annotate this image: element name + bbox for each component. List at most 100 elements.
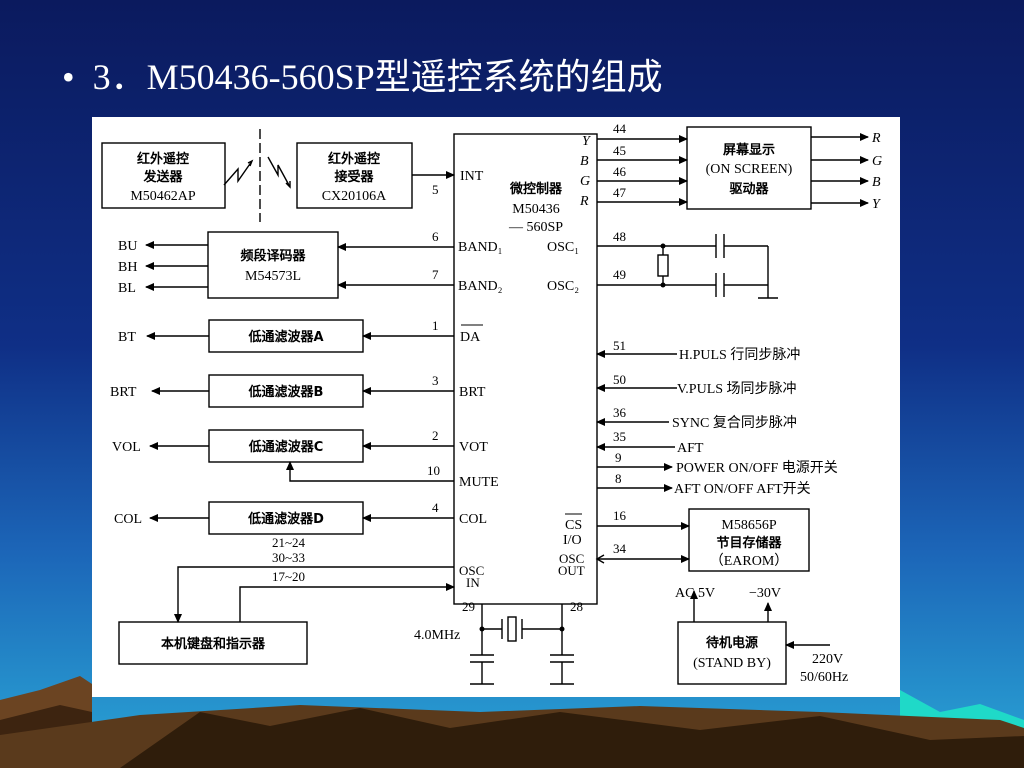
eeprom-label-2: 节目存储器 [716,535,782,551]
band-decoder-label-2: M54573L [245,269,301,284]
eeprom-label-3: （EAROM） [710,553,789,569]
signal-m30v: −30V [749,586,781,601]
osd-label-2: (ON SCREEN) [706,162,793,177]
ir-tx-label-1: 红外遥控 [137,151,189,167]
block-diagram: 红外遥控 发送器 M50462AP 红外遥控 接受器 CX20106A 频段译码… [101,121,882,685]
band-decoder-box [207,231,339,299]
pin-y: Y [582,134,592,149]
signal-aft-onoff: AFT ON/OFF AFT开关 [674,481,811,497]
pin-osc-out-1: OSC [559,551,584,566]
lpf-c-label: 低通滤波器C [248,439,324,455]
standby-label-1: 待机电源 [705,635,758,651]
signal-aft: AFT [677,441,704,456]
pin-num-8: 8 [615,471,622,486]
pin-num-9: 9 [615,450,622,465]
block-diagram-panel: 红外遥控 发送器 M50462AP 红外遥控 接受器 CX20106A 频段译码… [92,117,900,697]
signal-brt: BRT [110,385,137,400]
pin-num-1: 1 [432,318,439,333]
ir-rx-label-3: CX20106A [322,189,387,204]
signal-vpuls: V.PULS 场同步脉冲 [677,381,797,397]
mcu-label-1: 微控制器 [509,181,563,197]
crystal-freq: 4.0MHz [414,628,460,643]
pin-g: G [580,174,590,189]
pin-num-4: 4 [432,500,439,515]
pin-num-3: 3 [432,373,439,388]
pin-num-36: 36 [613,405,627,420]
pin-b: B [580,154,589,169]
signal-bu: BU [118,239,137,254]
signal-hpuls: H.PULS 行同步脉冲 [679,347,800,363]
pin-osc2: OSC₂ [547,279,579,294]
pin-io: I/O [563,533,582,548]
pin-num-kb3: 17~20 [272,569,305,584]
signal-out-b: B [872,175,881,190]
signal-col: COL [114,512,142,527]
ir-tx-label-3: M50462AP [130,189,196,204]
mcu-label-3: — 560SP [508,220,563,235]
signal-bt: BT [118,330,136,345]
pin-num-46: 46 [613,164,627,179]
ir-tx-label-2: 发送器 [142,169,183,185]
lpf-b-label: 低通滤波器B [248,384,324,400]
lpf-a-label: 低通滤波器A [247,329,323,345]
standby-power-box [677,621,787,685]
pin-int: INT [460,169,484,184]
band-decoder-label-1: 频段译码器 [240,248,306,264]
ir-rx-label-1: 红外遥控 [328,151,380,167]
pin-col: COL [459,512,487,527]
signal-out-g: G [872,154,882,169]
signal-ac5v: AC 5V [675,586,715,601]
pin-num-2: 2 [432,428,439,443]
pin-da: DA [460,330,481,345]
pin-brt: BRT [459,385,486,400]
keyboard-box [118,621,308,665]
osd-driver-box [686,126,812,210]
pin-num-kb2: 30~33 [272,550,305,565]
signal-bl: BL [118,281,136,296]
pin-num-10: 10 [427,463,440,478]
bullet: • [62,57,75,97]
pin-num-35: 35 [613,429,626,444]
keyboard-label: 本机键盘和指示器 [161,636,266,652]
pin-mute: MUTE [459,475,499,490]
pin-num-6: 6 [432,229,439,244]
pin-num-16: 16 [613,508,627,523]
pin-num-7: 7 [432,267,439,282]
signal-out-y: Y [872,197,882,212]
signal-sync: SYNC 复合同步脉冲 [672,414,797,431]
slide-title: • 3．M50436-560SP型遥控系统的组成 [62,48,663,100]
pin-num-kb1: 21~24 [272,535,306,550]
ir-transmitter-box [101,142,226,209]
signal-vol: VOL [112,440,141,455]
pin-osc-in-1: OSC [459,563,484,578]
signal-out-r: R [871,131,881,146]
pin-band2: BAND₂ [458,279,503,294]
pin-num-51: 51 [613,338,626,353]
mcu-label-2: M50436 [512,202,559,217]
pin-osc1: OSC₁ [547,240,579,255]
pin-num-50: 50 [613,372,626,387]
standby-label-2: (STAND BY) [693,656,771,671]
lpf-d-label: 低通滤波器D [247,511,324,527]
pin-num-49: 49 [613,267,626,282]
eeprom-label-1: M58656P [721,518,776,533]
pin-vot: VOT [459,440,488,455]
pin-num-48: 48 [613,229,626,244]
pin-num-29: 29 [462,599,475,614]
osd-label-1: 屏幕显示 [723,142,775,158]
pin-num-34: 34 [613,541,627,556]
pin-r: R [579,194,589,209]
eeprom-box [688,508,810,572]
osd-label-3: 驱动器 [729,182,769,197]
pin-osc-in-2: IN [466,575,480,590]
ir-rx-label-2: 接受器 [334,169,374,185]
pin-cs: CS [565,518,582,533]
slide-title-text: 3．M50436-560SP型遥控系统的组成 [92,57,663,97]
pin-num-47: 47 [613,185,627,200]
pin-num-5: 5 [432,182,439,197]
mcu-box [453,133,598,605]
signal-bh: BH [118,260,137,275]
pin-num-45: 45 [613,143,626,158]
pin-num-44: 44 [613,121,627,136]
